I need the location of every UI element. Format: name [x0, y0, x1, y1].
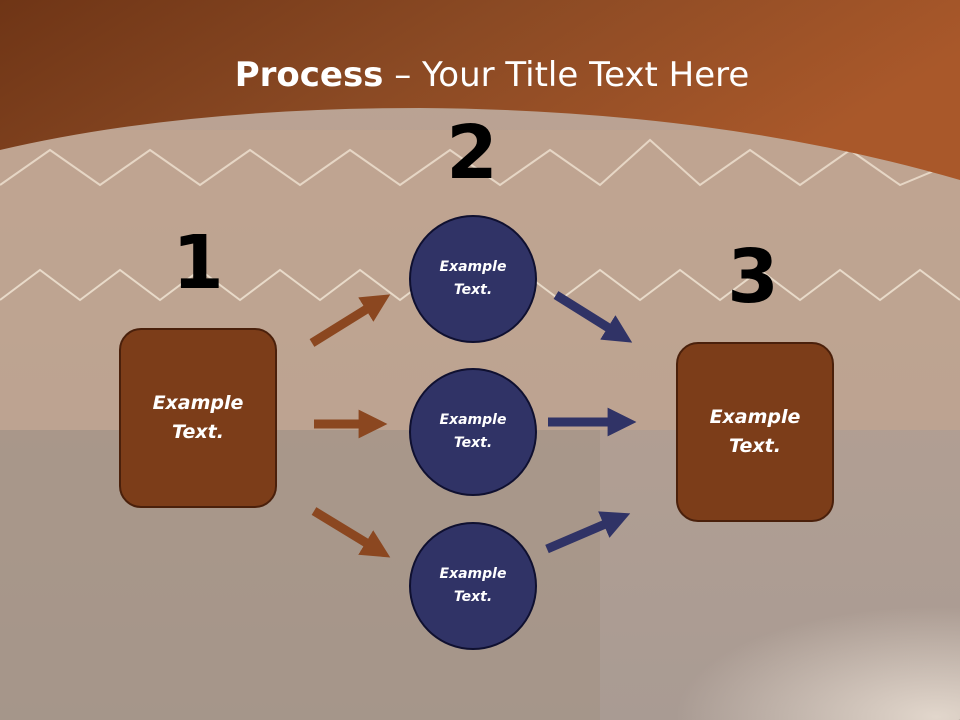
- circle-middle-text: Example Text.: [439, 412, 507, 451]
- process-circle-top[interactable]: Example Text.: [409, 215, 537, 343]
- circle-top-text: Example Text.: [439, 259, 507, 298]
- process-circle-middle[interactable]: Example Text.: [409, 368, 537, 496]
- process-circle-bottom[interactable]: Example Text.: [409, 522, 537, 650]
- arrow-left-to-bottom: [311, 507, 391, 558]
- house-rooflines-upper: [0, 138, 960, 187]
- arrow-bottom-to-right: [545, 511, 631, 554]
- step-number-3: 3: [727, 234, 779, 320]
- arrow-left-to-top: [309, 294, 391, 347]
- arrow-top-to-right: [553, 291, 633, 343]
- step-number-1: 1: [172, 220, 224, 306]
- step-number-2: 2: [446, 110, 498, 196]
- left-process-box[interactable]: Example Text.: [119, 328, 277, 508]
- header-banner: [0, 0, 960, 180]
- circle-bottom-text: Example Text.: [439, 566, 507, 605]
- title-rest: – Your Title Text Here: [383, 55, 750, 95]
- right-box-text: Example Text.: [709, 406, 801, 457]
- water-glow: [520, 530, 960, 720]
- title-bold: Process: [234, 55, 384, 95]
- left-box-text: Example Text.: [152, 392, 244, 443]
- page-title: Process – Your Title Text Here: [0, 54, 960, 96]
- right-process-box[interactable]: Example Text.: [676, 342, 834, 522]
